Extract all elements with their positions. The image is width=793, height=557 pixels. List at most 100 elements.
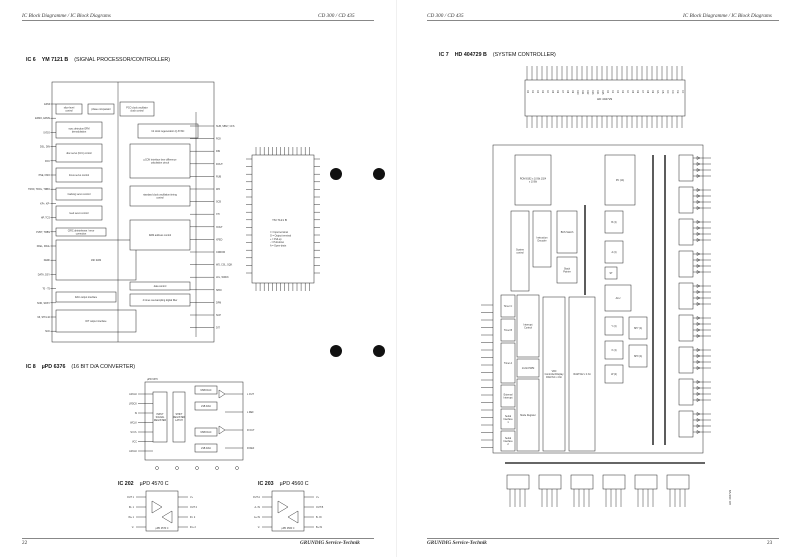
ic7-b-register [604,210,624,234]
block-label: BUS Switch [561,231,574,234]
ic6-block [129,143,191,179]
ic7-mode-register [516,378,540,452]
svg-text:D9: D9 [571,90,574,94]
ic6-output-label: XOUT [216,226,223,229]
ic6-block [55,291,117,303]
svg-text:R7: R7 [641,90,644,94]
ic7-bus-switch [556,210,578,254]
svg-text:R5: R5 [631,90,634,94]
svg-text:IN- 1: IN- 1 [129,506,135,509]
block-label: bit clock regeneration Q-SYNC [152,130,185,133]
ic6-output-label: LFL, WDCK [216,276,229,279]
svg-text:SI Ch.: SI Ch. [130,431,137,434]
svg-text:R2: R2 [616,90,619,94]
svg-text:R9: R9 [651,90,654,94]
ic7-a-register [604,240,624,264]
block-label: Serial [505,437,512,440]
block-label: Stack [564,267,571,270]
svg-text:R4: R4 [626,90,629,94]
ic6-output-label: SUB, SBSY, CFS [216,125,235,128]
block-label: SPX (4) [634,355,643,358]
svg-text:R8: R8 [646,90,649,94]
ic7-timer-b [500,318,516,342]
svg-text:RF: RF [681,90,684,94]
svg-text:R REF: R REF [247,447,255,450]
ic6-output-label: DFM [216,301,221,304]
svg-text:IN- 2: IN- 2 [190,516,196,519]
block-label: CIRC deinterleave / error [68,229,95,232]
svg-text:WCLK: WCLK [130,422,137,425]
block-label: standard clock oscillation timing [143,193,177,196]
svg-text:D2: D2 [536,90,539,94]
ic7-chip-name: HD 404729 [597,97,613,101]
block-label: focus servo control [69,174,90,177]
ic6-legend-item: I = Input terminal [270,231,288,234]
svg-text:IN+ 2: IN+ 2 [190,526,196,529]
ic6-block [129,293,191,307]
header-rule [22,20,374,21]
ic6-input-label: FFEL, FRAL [37,245,51,248]
block-label: Instruction [536,236,548,239]
ic6-legend-item: - = Pull-down [270,241,285,244]
ic6-block [55,187,103,201]
ic6-block [137,123,199,139]
block-label: RAM address control [149,234,172,237]
ic8-msb-dac [194,427,218,437]
ic7-ram [568,296,596,452]
ic7-pc [604,154,636,206]
block-label: PC (14) [616,179,624,182]
block-label: MSB DAC [201,431,212,434]
svg-text:VCC: VCC [132,441,137,444]
ic6-package [251,154,315,284]
ic6-input-label: DSL, DIN [40,146,50,149]
ic6-block [87,103,115,115]
block-label: Timer C [504,305,513,308]
svg-text:V+: V+ [316,496,320,499]
right-header-title: IC Block Diagramme / IC Block Diagrams [683,13,772,19]
page-spine [396,0,397,557]
svg-text:R OUT: R OUT [247,429,255,432]
block-label: 16K RAM [91,259,101,262]
ic6-input-label: PSE, FMO [39,174,51,177]
block-label: Decoder [537,240,546,243]
svg-text:A- IN: A- IN [255,506,261,509]
ic6-input-label: SCK [45,330,50,333]
left-page: IC Block Diagramme / IC Block Diagrams C… [0,0,396,557]
ic6-input-label: T0 - T5 [42,288,50,291]
ic6-chip-name: YM 7121 B [272,218,287,222]
ic7-rom [514,154,552,206]
ic6-input-label: SOD, SDSY [37,302,50,305]
block-label: Controller/Display [545,373,565,376]
ic6-output-label: SPDI [216,289,222,292]
block-label: System [516,248,524,251]
svg-text:L REF: L REF [247,411,254,414]
block-label: External [504,393,513,396]
block-label: LSB DAC [201,405,212,408]
block-label: control [516,252,524,255]
block-label: X (4) [611,349,616,352]
ic7-st [604,266,618,280]
svg-text:µPD 4560 C: µPD 4560 C [281,527,294,530]
ic6-input-label: FOC [45,160,50,163]
footer-rule [22,538,374,539]
svg-text:D10: D10 [576,90,579,95]
right-page-number: 23 [767,540,773,546]
block-label: Timer A [504,362,513,365]
svg-text:LRDCK: LRDCK [129,403,138,406]
svg-text:OUT 2: OUT 2 [190,506,198,509]
block-label: ST [609,272,613,275]
ic7-x-register [604,340,624,360]
block-label: PCO clock oscillator [126,106,148,109]
svg-text:RC: RC [666,90,669,94]
ic6-block [129,281,191,291]
ic7-w-register [604,364,624,384]
left-page-number: 22 [22,540,28,546]
block-label: Interrupt [504,397,513,400]
ic6-input-label: HP, TCS [41,217,50,220]
ic6-input-label: TROF, TROL, TRBO [28,188,50,191]
ic6-output-label: DIT [216,327,220,330]
svg-text:A+ IN: A+ IN [254,516,260,519]
svg-text:D1: D1 [531,90,534,94]
